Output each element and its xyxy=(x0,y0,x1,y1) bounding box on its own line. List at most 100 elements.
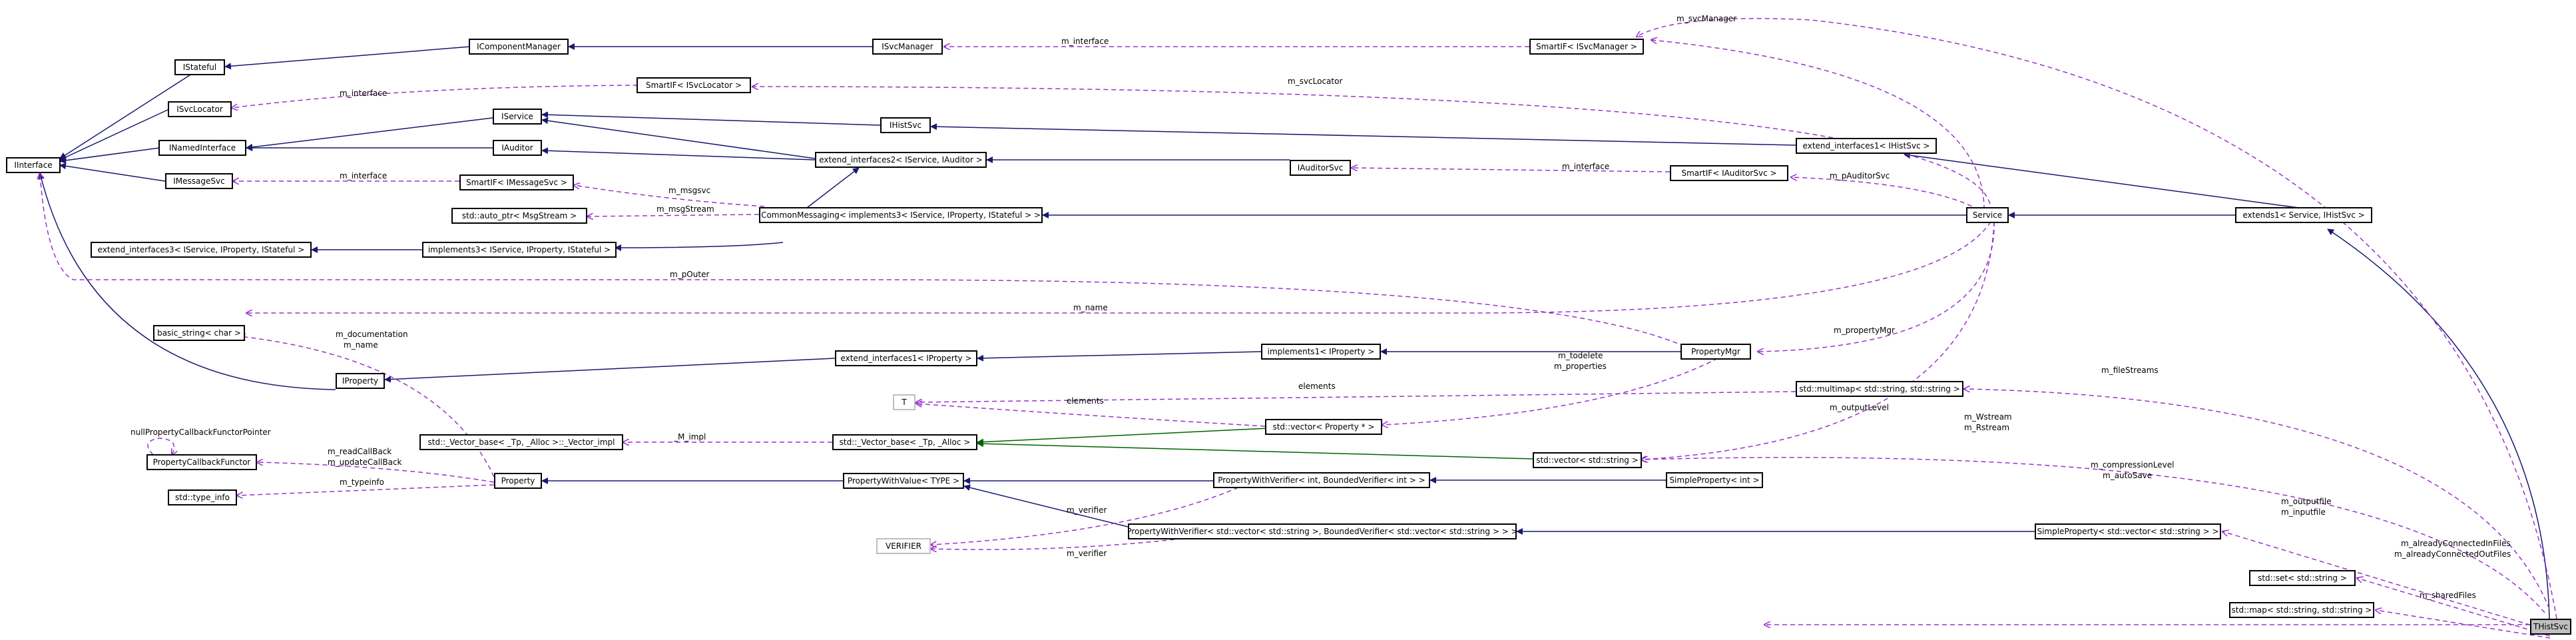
edge-implements1-extend-interfaces1 xyxy=(977,351,1262,362)
node-property[interactable]: Property xyxy=(494,473,542,489)
node-iauditor[interactable]: IAuditor xyxy=(493,140,542,156)
node-std-set[interactable]: std::set< std::string > xyxy=(2249,570,2356,586)
edge-service-vector-string xyxy=(1641,221,1995,460)
label-elements-vector: elements xyxy=(1067,396,1104,406)
edge-service-smartif-iauditorsvc xyxy=(1791,177,1979,210)
label-m-filestreams: m_fileStreams xyxy=(2101,366,2159,375)
edge-propertywithverifier-vector-propertywithvalue xyxy=(963,484,1129,527)
edge-commonmessaging-smartif-imessagesvc xyxy=(574,185,765,207)
node-isvcmanager[interactable]: ISvcManager xyxy=(872,39,943,55)
node-smartif-imessagesvc[interactable]: SmartIF< IMessageSvc > xyxy=(459,174,574,190)
node-propertywithverifier-vector[interactable]: PropertyWithVerifier< std::vector< std::… xyxy=(1128,523,1517,539)
node-propertymgr[interactable]: PropertyMgr xyxy=(1680,344,1751,360)
node-type-info[interactable]: std::type_info xyxy=(168,489,237,505)
node-inamedinterface[interactable]: INamedInterface xyxy=(158,140,246,156)
label-m-verifier-int: m_verifier xyxy=(1067,505,1107,515)
node-vector-base[interactable]: std::_Vector_base< _Tp, _Alloc > xyxy=(832,434,977,450)
node-vector-property[interactable]: std::vector< Property * > xyxy=(1265,419,1382,435)
edge-thistsvc-smartif-isvcmanager xyxy=(1637,18,2557,619)
node-simpleproperty-int[interactable]: SimpleProperty< int > xyxy=(1666,472,1763,488)
node-smartif-isvcmanager[interactable]: SmartIF< ISvcManager > xyxy=(1529,39,1644,55)
node-t[interactable]: T xyxy=(893,394,915,410)
node-propertywithverifier-int[interactable]: PropertyWithVerifier< int, BoundedVerifi… xyxy=(1213,472,1430,488)
node-propertycallbackfunctor[interactable]: PropertyCallbackFunctor xyxy=(146,454,257,470)
node-verifier[interactable]: VERIFIER xyxy=(876,538,931,554)
node-iservice[interactable]: IService xyxy=(493,109,542,125)
edge-thistsvc-multimap xyxy=(1964,389,2550,609)
label-m-interface-msgsvc: m_interface xyxy=(340,171,387,180)
edge-thistsvc-vector-string xyxy=(1642,458,2545,613)
label-m-svclocator: m_svcLocator xyxy=(1288,77,1342,86)
node-extend-interfaces1-iproperty[interactable]: extend_interfaces1< IProperty > xyxy=(835,350,977,366)
node-ihistsvc[interactable]: IHistSvc xyxy=(880,117,931,133)
label-m-documentation: m_documentation xyxy=(336,330,408,339)
edge-labels: m_svcManager m_interface m_interface m_s… xyxy=(328,14,2511,600)
node-icomponentmanager[interactable]: IComponentManager xyxy=(469,39,569,55)
node-smartif-iauditorsvc[interactable]: SmartIF< IAuditorSvc > xyxy=(1670,165,1788,181)
template-edges xyxy=(977,426,1533,460)
label-elements-multimap: elements xyxy=(1298,382,1336,391)
edge-propertywithverifier-int-verifier xyxy=(931,487,1239,545)
label-m-verifier-vector: m_verifier xyxy=(1067,549,1107,558)
node-imessagesvc[interactable]: IMessageSvc xyxy=(165,173,233,189)
node-extends1[interactable]: extends1< Service, IHistSvc > xyxy=(2235,207,2372,223)
node-multimap[interactable]: std::multimap< std::string, std::string … xyxy=(1796,381,1963,397)
node-implements1-iproperty[interactable]: implements1< IProperty > xyxy=(1261,344,1381,360)
label-m-pouter: m_pOuter xyxy=(670,270,709,279)
node-std-map[interactable]: std::map< std::string, std::string > xyxy=(2229,602,2374,618)
edge-service-smartif-isvcmanager xyxy=(1651,40,1985,210)
edge-thistsvc-extends1 xyxy=(2327,228,2550,619)
node-iinterface[interactable]: IInterface xyxy=(6,157,61,173)
node-iauditorsvc[interactable]: IAuditorSvc xyxy=(1290,160,1351,176)
edge-extend-interfaces2-iservice xyxy=(541,117,816,159)
edge-ihistsvc-iservice xyxy=(541,111,881,126)
edge-iproperty-interface xyxy=(38,172,336,390)
label-m-interface-svcmanager: m_interface xyxy=(1061,37,1109,46)
node-auto-ptr[interactable]: std::auto_ptr< MsgStream > xyxy=(451,208,587,224)
node-istateful[interactable]: IStateful xyxy=(174,59,225,75)
label-nullpropertycallbackfunctorpointer: nullPropertyCallbackFunctorPointer xyxy=(130,428,271,437)
edge-commonmessaging-auto-ptr xyxy=(587,214,760,216)
node-iproperty[interactable]: IProperty xyxy=(336,373,385,389)
label-m-outputlevel: m_outputLevel xyxy=(1830,403,1889,412)
node-implements3[interactable]: implements3< IService, IProperty, IState… xyxy=(422,242,617,258)
label-m-impl: _M_impl xyxy=(673,432,706,442)
node-smartif-isvclocator[interactable]: SmartIF< ISvcLocator > xyxy=(637,77,751,93)
node-basic-string[interactable]: basic_string< char > xyxy=(153,325,245,341)
edge-smartif-isvclocator-isvclocator xyxy=(232,85,639,108)
label-m-readcallback: m_readCallBack xyxy=(328,447,391,456)
edge-propertymgr-vector-property xyxy=(1382,358,1718,425)
edge-extend-interfaces1-ihistsvc xyxy=(930,123,1796,146)
edge-smartif-iauditorsvc-iauditorsvc xyxy=(1352,168,1671,172)
label-m-updatecallback: m_updateCallBack xyxy=(328,458,402,467)
edge-imessagesvc-interface xyxy=(59,162,166,182)
node-service[interactable]: Service xyxy=(1966,207,2009,223)
label-m-todelete: m_todelete xyxy=(1558,351,1603,360)
node-vector-impl[interactable]: std::_Vector_base< _Tp, _Alloc >::_Vecto… xyxy=(419,434,623,450)
label-m-msgsvc: m_msgsvc xyxy=(668,186,710,195)
node-simpleproperty-vector[interactable]: SimpleProperty< std::vector< std::string… xyxy=(2035,523,2221,539)
edge-extend-interfaces2-iauditor xyxy=(541,147,816,160)
node-isvclocator[interactable]: ISvcLocator xyxy=(168,101,232,117)
node-propertywithvalue[interactable]: PropertyWithValue< TYPE > xyxy=(843,473,964,489)
node-extend-interfaces3[interactable]: extend_interfaces3< IService, IProperty,… xyxy=(91,242,312,258)
node-vector-string[interactable]: std::vector< std::string > xyxy=(1533,452,1642,468)
edge-inamedinterface-interface xyxy=(59,147,160,164)
label-m-interface-svclocator: m_interface xyxy=(340,89,387,98)
label-m-svcmanager: m_svcManager xyxy=(1676,14,1736,23)
edge-extend-interfaces3-commonmessaging xyxy=(615,242,784,251)
label-m-compressionlevel: m_compressionLevel xyxy=(2091,460,2174,470)
node-extend-interfaces1-ihistsvc[interactable]: extend_interfaces1< IHistSvc > xyxy=(1796,138,1937,154)
inheritance-edges xyxy=(38,43,2550,619)
label-m-alreadyconnectedinfiles: m_alreadyConnectedInFiles xyxy=(2401,539,2511,548)
edge-vector-property-vector-base xyxy=(977,426,1312,446)
label-m-name-property: m_name xyxy=(344,340,378,350)
node-extend-interfaces2[interactable]: extend_interfaces2< IService, IAuditor > xyxy=(815,152,987,168)
label-m-inputfile: m_inputfile xyxy=(2281,507,2326,517)
edge-istateful-interface xyxy=(59,67,202,159)
edge-vector-string-vector-base xyxy=(977,440,1533,460)
label-m-rstream: m_Rstream xyxy=(1964,423,2009,432)
node-thistsvc[interactable]: THistSvc xyxy=(2530,619,2571,635)
node-commonmessaging[interactable]: CommonMessaging< implements3< IService, … xyxy=(759,207,1043,223)
